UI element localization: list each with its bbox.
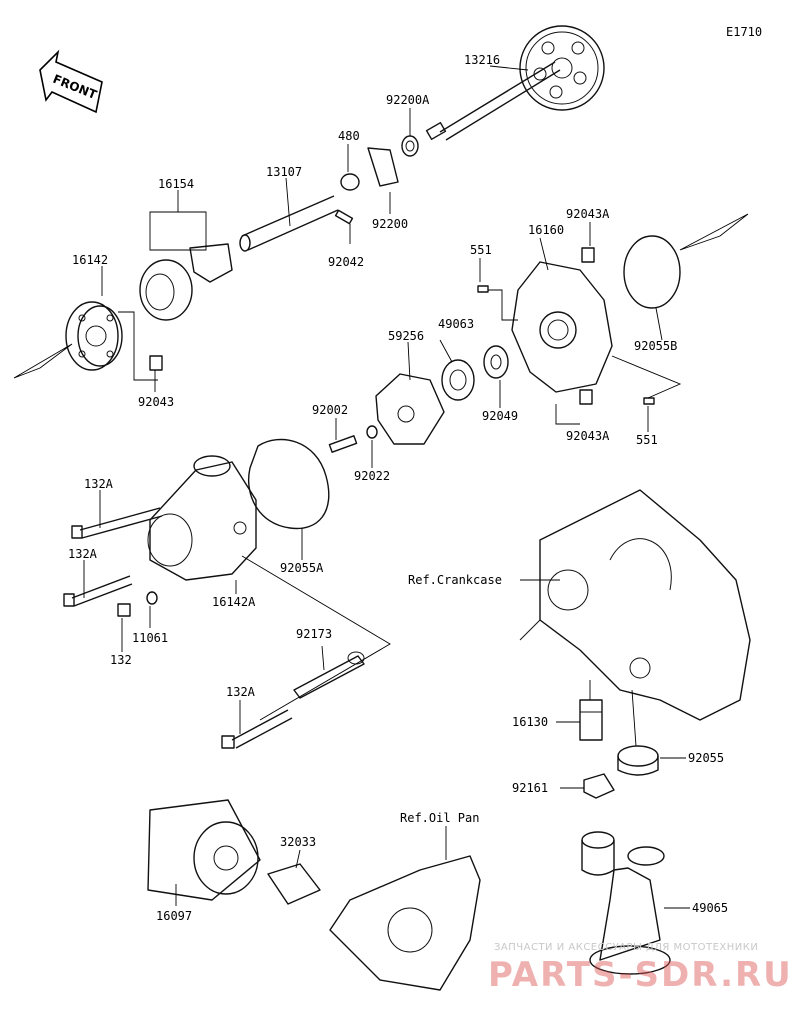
washer-11061 <box>146 591 158 605</box>
shaft-13107 <box>239 195 339 252</box>
front-arrow-icon: FRONT <box>39 49 103 114</box>
label-92055A: 92055A <box>280 561 324 575</box>
label-92022: 92022 <box>354 469 390 483</box>
watermark-tagline: ЗАПЧАСТИ И АКСЕССУАРЫ ДЛЯ МОТОТЕХНИКИ <box>494 942 758 953</box>
washer-92022 <box>366 425 378 439</box>
label-92049: 92049 <box>482 409 518 423</box>
label-132A-1: 132A <box>84 477 114 491</box>
bolt-92002 <box>328 435 358 453</box>
pin-551-bottom <box>643 397 655 405</box>
strainer-49065 <box>581 831 671 975</box>
label-92200: 92200 <box>372 217 408 231</box>
fitting-16130 <box>579 699 603 741</box>
label-92055B: 92055B <box>634 339 677 353</box>
label-92161: 92161 <box>512 781 548 795</box>
circlip-480 <box>340 173 360 191</box>
gear-shaft-13216 <box>425 25 605 141</box>
oil-pan-ref <box>329 855 481 991</box>
label-49065: 49065 <box>692 901 728 915</box>
bracket-92173 <box>293 655 365 699</box>
label-480: 480 <box>338 129 360 143</box>
label-59256: 59256 <box>388 329 424 343</box>
label-92173: 92173 <box>296 627 332 641</box>
label-16097: 16097 <box>156 909 192 923</box>
rotor-16154 <box>139 243 233 321</box>
diagram-code: E1710 <box>726 25 762 39</box>
dowel-92043 <box>149 355 163 371</box>
watermark-logo: PARTS-SDR.RU <box>488 955 793 995</box>
label-132A-2: 132A <box>68 547 98 561</box>
label-92200A: 92200A <box>386 93 430 107</box>
oil-filter-16097 <box>147 799 261 901</box>
bolt-132A-1 <box>71 507 163 539</box>
label-92055: 92055 <box>688 751 724 765</box>
label-132A-3: 132A <box>226 685 256 699</box>
label-16154: 16154 <box>158 177 194 191</box>
bolt-132A-2 <box>63 575 133 607</box>
impeller-59256 <box>375 373 445 445</box>
pump-housing-16142A <box>147 455 257 581</box>
label-ref-oil-pan: Ref.Oil Pan <box>400 811 479 825</box>
label-92042: 92042 <box>328 255 364 269</box>
label-551-top: 551 <box>470 243 492 257</box>
watermark: ЗАПЧАСТИ И АКСЕССУАРЫ ДЛЯ МОТОТЕХНИКИ PA… <box>488 942 793 995</box>
label-16160: 16160 <box>528 223 564 237</box>
pin-92042 <box>334 209 354 225</box>
seal-49063 <box>441 359 475 401</box>
label-132: 132 <box>110 653 132 667</box>
seal-92049 <box>483 345 509 379</box>
label-16142: 16142 <box>72 253 108 267</box>
label-13107: 13107 <box>266 165 302 179</box>
label-16142A: 16142A <box>212 595 256 609</box>
label-92043A-top: 92043A <box>566 207 610 221</box>
label-92043: 92043 <box>138 395 174 409</box>
label-ref-crankcase: Ref.Crankcase <box>408 573 502 587</box>
crankcase-ref <box>519 489 751 721</box>
label-49063: 49063 <box>438 317 474 331</box>
gasket-92055A <box>248 438 330 530</box>
o-ring-92055 <box>617 745 659 767</box>
washer-92200A <box>401 135 419 157</box>
leader-lines <box>13 65 749 909</box>
label-551-bottom: 551 <box>636 433 658 447</box>
bolt-132 <box>117 603 131 617</box>
o-ring-92055B <box>623 235 681 309</box>
fitting-92161 <box>583 773 615 799</box>
sleeve-32033 <box>267 863 321 905</box>
label-92043A-bottom: 92043A <box>566 429 610 443</box>
label-92002: 92002 <box>312 403 348 417</box>
label-32033: 32033 <box>280 835 316 849</box>
bolt-132A-3 <box>221 709 293 749</box>
part-labels: E1710 13216 92200A 480 13107 16154 92200… <box>68 25 762 923</box>
dowel-92043A-top <box>581 247 595 263</box>
plate-92200 <box>367 147 399 187</box>
pump-body-16160 <box>511 261 613 393</box>
label-11061: 11061 <box>132 631 168 645</box>
pin-551-top <box>477 285 489 293</box>
pump-cover-16142 <box>65 301 123 371</box>
label-13216: 13216 <box>464 53 500 67</box>
dowel-92043A-bottom <box>579 389 593 405</box>
label-16130: 16130 <box>512 715 548 729</box>
